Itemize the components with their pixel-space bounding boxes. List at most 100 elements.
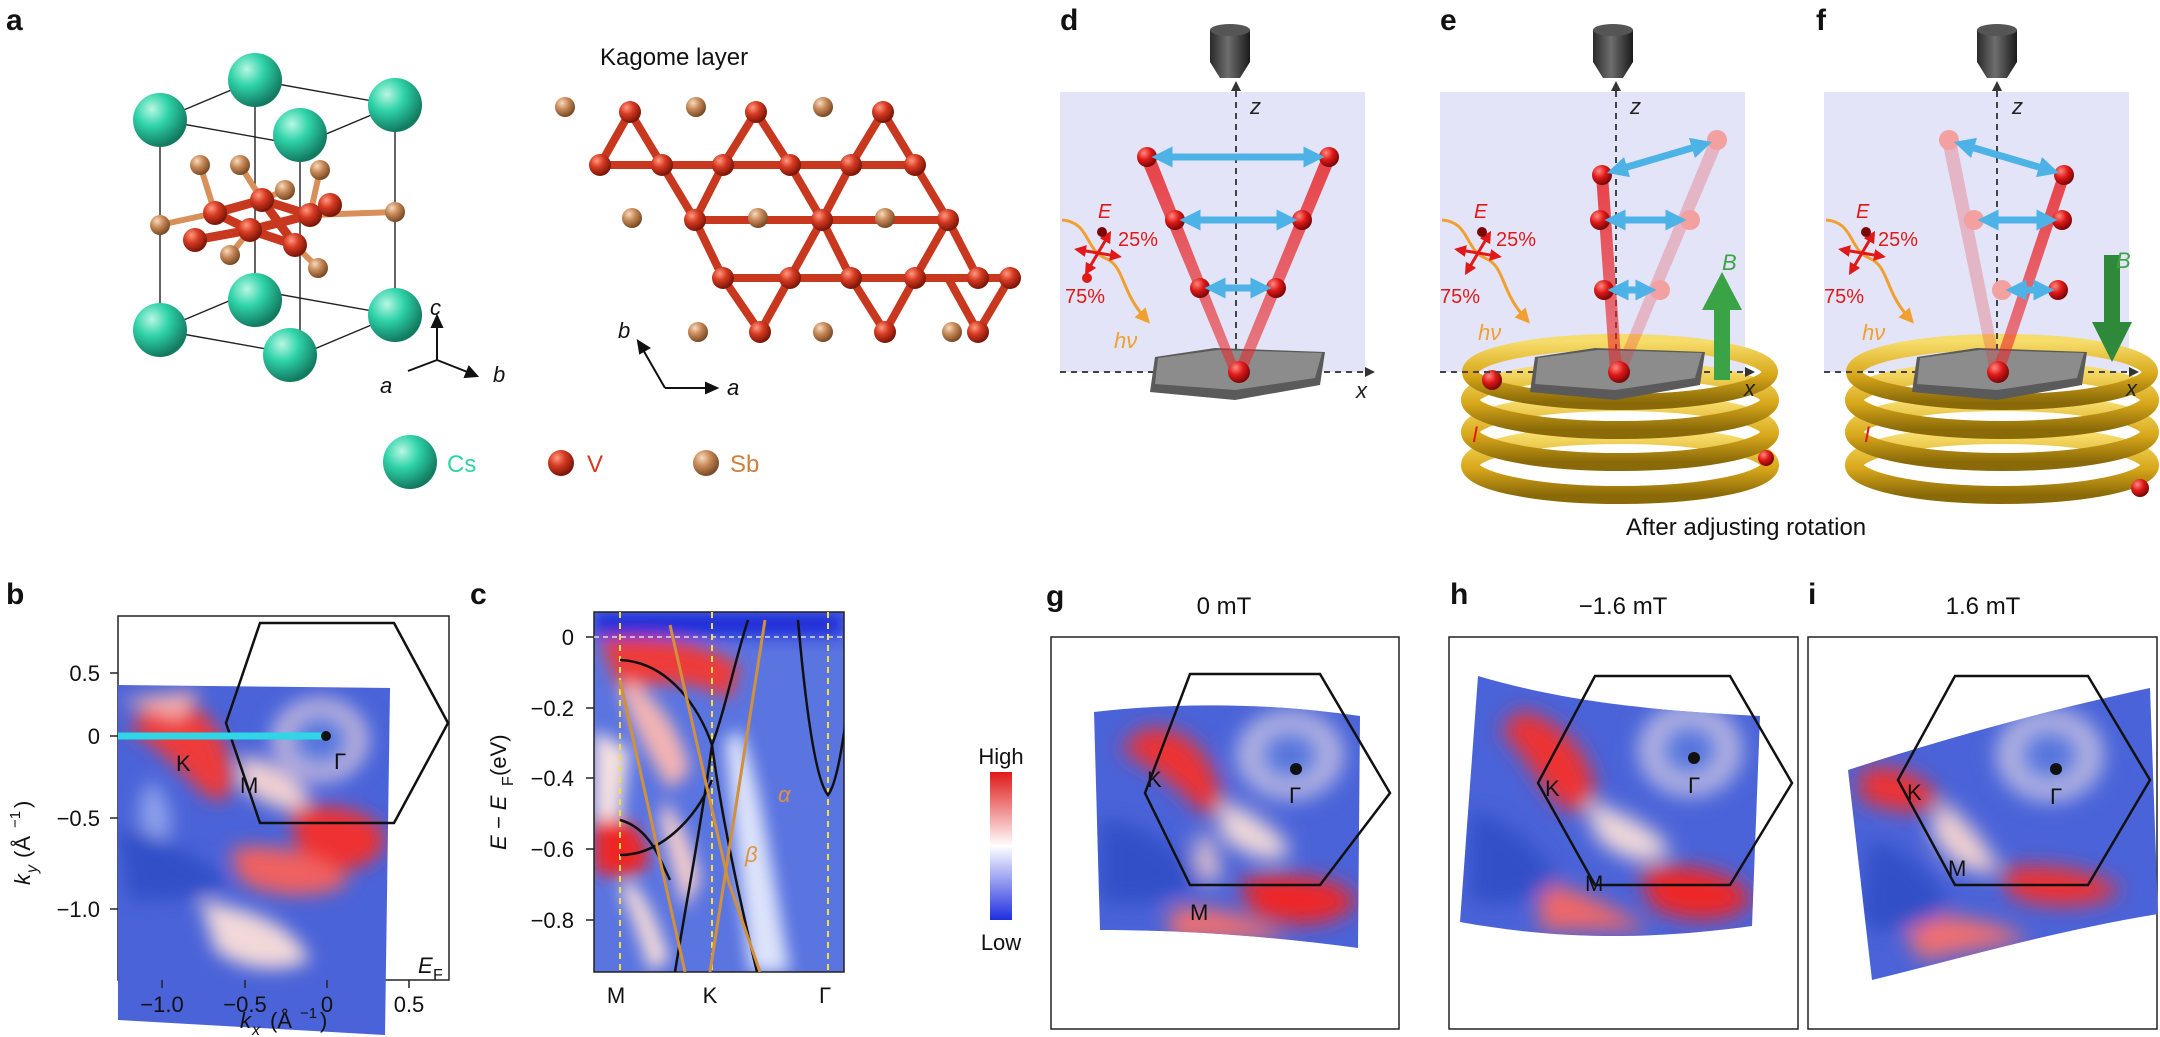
e-b-label: B (1722, 250, 1737, 275)
b-xlabel-sub: x (251, 1022, 261, 1037)
b-m-point: M (240, 773, 258, 798)
b-ylabel-k: k (10, 873, 35, 885)
panel-letter-b: b (6, 578, 25, 611)
c-xtick-gamma: Γ (819, 983, 831, 1008)
legend-sb-label: Sb (730, 451, 759, 478)
c-ytick-3: −0.6 (531, 837, 574, 862)
e-e-label: E (1474, 201, 1488, 223)
layer-axis-a-label: a (727, 375, 739, 400)
h-gamma-label: Γ (1688, 773, 1700, 798)
f-i-label: I (1864, 422, 1870, 447)
e-x-label: x (1743, 376, 1756, 401)
panel-letter-g: g (1046, 580, 1065, 613)
axis-b-label: b (493, 362, 505, 387)
b-ytick-3: −1.0 (57, 897, 100, 922)
kagome-layer-title: Kagome layer (600, 44, 748, 71)
f-z-label: z (2011, 94, 2023, 119)
b-ytick-2: −0.5 (57, 806, 100, 831)
f-b-label: B (2116, 248, 2131, 273)
panel-letter-e: e (1440, 4, 1457, 37)
colorbar-high: High (978, 744, 1023, 769)
h-m-label: M (1585, 871, 1603, 896)
b-xlabel-exp: −1 (300, 1005, 317, 1022)
panel-a-crystal: c a b Kagome layer (133, 44, 1021, 489)
e-hv-label: hν (1478, 320, 1501, 345)
e-25-label: 25% (1496, 229, 1536, 251)
f-75-label: 75% (1824, 286, 1864, 308)
panel-letter-i: i (1808, 578, 1817, 611)
panel-ghi-fermi-maps: 0 mT K M Γ −1.6 mT K M Γ (1050, 593, 2158, 1030)
colorbar (990, 772, 1012, 920)
b-ylabel-unit: (Å (10, 836, 35, 858)
h-k-label: K (1545, 776, 1560, 801)
c-beta-label: β (744, 842, 758, 867)
c-ylabel-unit: (eV) (486, 734, 511, 776)
c-xtick-m: M (607, 983, 625, 1008)
e-z-label: z (1629, 94, 1641, 119)
c-ylabel-sub: F (500, 776, 517, 786)
f-e-label: E (1856, 201, 1870, 223)
panel-letter-h: h (1450, 578, 1469, 611)
axis-c-label: c (430, 295, 441, 320)
b-ytick-0: 0.5 (69, 661, 100, 686)
panel-c-band-dispersion: α β 0 −0.2 −0.4 −0.6 −0.8 M K Γ E − E F … (486, 611, 1024, 1008)
b-ytick-1: 0 (88, 724, 100, 749)
panel-f (1824, 24, 2159, 504)
caption-after-adjusting-rotation: After adjusting rotation (1626, 514, 1867, 541)
g-title: 0 mT (1197, 593, 1252, 620)
colorbar-low: Low (981, 930, 1021, 955)
axis-a-label: a (380, 373, 392, 398)
f-x-label: x (2125, 376, 2138, 401)
i-gamma-label: Γ (2050, 784, 2062, 809)
legend-v-label: V (587, 451, 603, 478)
panel-letter-d: d (1060, 4, 1079, 37)
d-e-label: E (1098, 201, 1112, 223)
legend-cs-label: Cs (447, 451, 476, 478)
panel-letter-f: f (1816, 4, 1826, 37)
h-title: −1.6 mT (1579, 593, 1668, 620)
b-ef-sub: F (433, 967, 443, 984)
e-i-label: I (1472, 422, 1478, 447)
panel-e (1440, 24, 1779, 504)
g-gamma-label: Γ (1289, 783, 1301, 808)
b-gamma-point: Γ (334, 749, 346, 774)
b-k-point: K (176, 751, 191, 776)
b-ef-label: E (418, 953, 433, 978)
panel-def-schematics: E 25% 75% hν z x (1060, 24, 2159, 504)
b-xtick-2: 0 (321, 992, 333, 1017)
kagome-lattice (555, 97, 1021, 343)
layer-axis-b-label: b (618, 318, 630, 343)
b-xlabel-unit: (Å (270, 1008, 292, 1033)
f-25-label: 25% (1878, 229, 1918, 251)
b-ylabel-exp: −1 (7, 811, 24, 828)
b-ylabel-sub: y (24, 864, 41, 874)
c-alpha-label: α (778, 782, 792, 807)
b-xtick-1: −0.5 (223, 992, 266, 1017)
c-ytick-2: −0.4 (531, 766, 574, 791)
d-hv-label: hν (1114, 328, 1137, 353)
c-ytick-4: −0.8 (531, 908, 574, 933)
d-x-label: x (1355, 378, 1368, 403)
panel-letter-a: a (6, 4, 23, 37)
e-75-label: 75% (1440, 286, 1480, 308)
g-k-label: K (1147, 767, 1162, 792)
legend-cs-ball (383, 435, 437, 489)
i-k-label: K (1907, 780, 1922, 805)
b-xlabel-k: k (240, 1008, 252, 1033)
panel-letter-c: c (470, 578, 487, 611)
b-xtick-3: 0.5 (394, 992, 425, 1017)
c-xtick-k: K (703, 983, 718, 1008)
d-z-label: z (1249, 94, 1261, 119)
d-75-label: 75% (1065, 286, 1105, 308)
b-xtick-0: −1.0 (140, 992, 183, 1017)
g-m-label: M (1190, 900, 1208, 925)
panel-d (1060, 24, 1375, 400)
c-ytick-1: −0.2 (531, 696, 574, 721)
legend-sb-ball (693, 450, 719, 476)
d-25-label: 25% (1118, 229, 1158, 251)
i-title: 1.6 mT (1946, 593, 2021, 620)
i-m-label: M (1948, 856, 1966, 881)
c-ytick-0: 0 (562, 625, 574, 650)
panel-b-fermi-map: 0.5 0 −0.5 −1.0 −1.0 −0.5 0 0.5 K M Γ E … (7, 615, 450, 1037)
f-hv-label: hν (1862, 320, 1885, 345)
